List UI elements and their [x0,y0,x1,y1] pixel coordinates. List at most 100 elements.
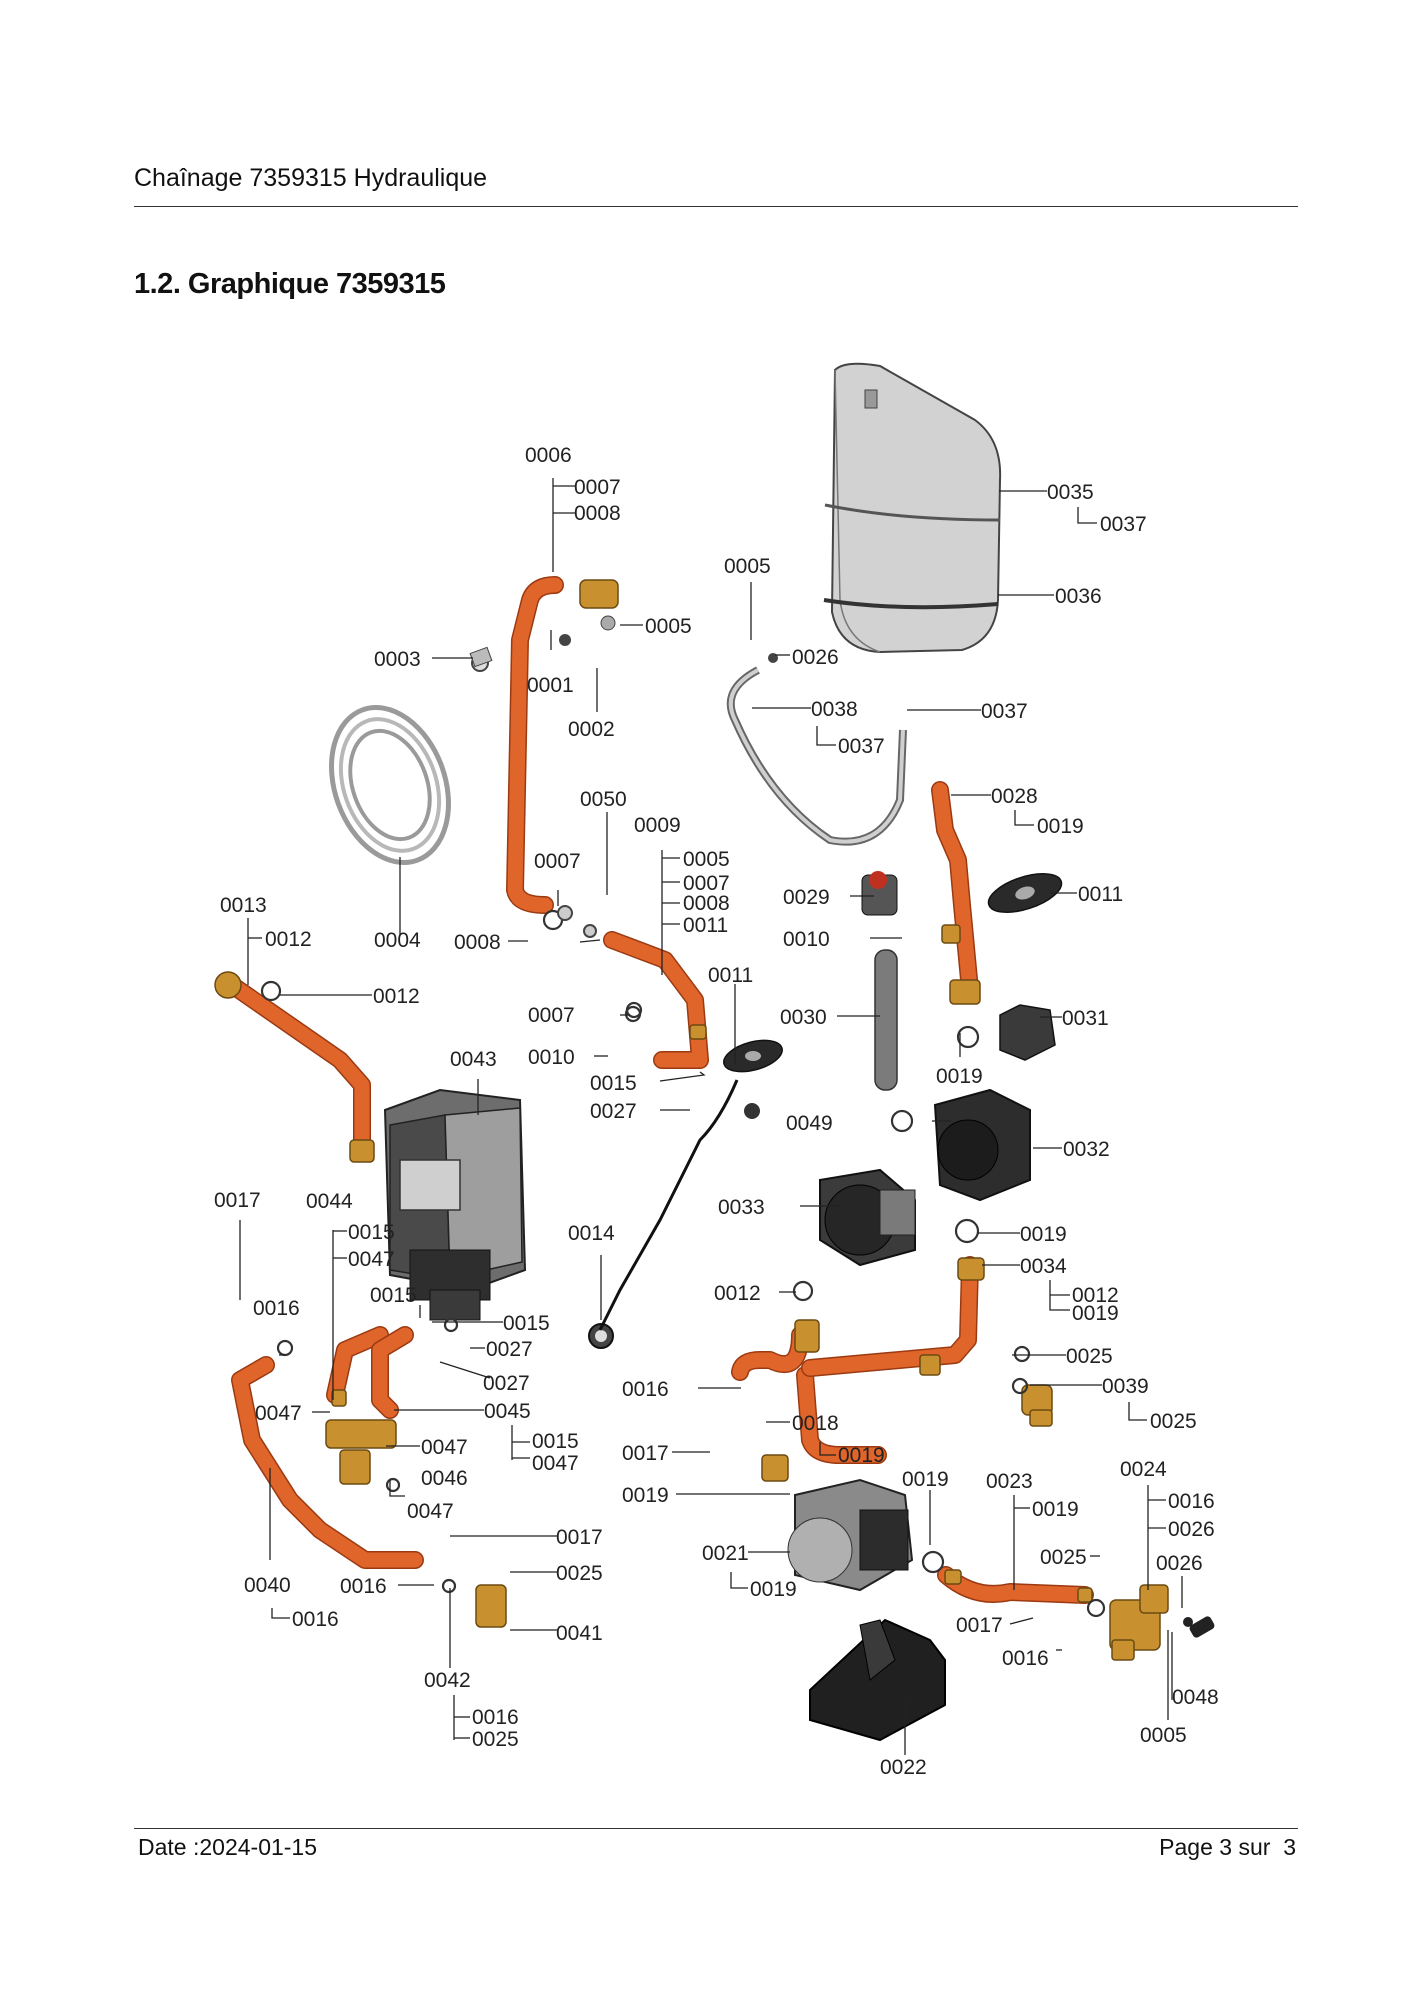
part-label: 0031 [1062,1007,1109,1030]
part-label: 0012 [1072,1284,1119,1307]
part-label: 0025 [1040,1546,1087,1569]
part-label: 0010 [783,928,830,951]
part-label: 0027 [486,1338,533,1361]
part-label: 0026 [792,646,839,669]
header-divider [134,206,1298,207]
expansion-vessel [823,362,1002,654]
part-label: 0025 [1150,1410,1197,1433]
small-parts [260,615,1215,1638]
footer-page-number: Page 3 sur 3 [1159,1834,1296,1861]
part-label: 0004 [374,929,421,952]
part-label: 0017 [622,1442,669,1465]
part-label: 0039 [1102,1375,1149,1398]
part-label: 0019 [622,1484,669,1507]
page-total: 3 [1283,1834,1296,1860]
part-label: 0017 [956,1614,1003,1637]
part-label: 0015 [348,1221,395,1244]
part-label: 0017 [556,1526,603,1549]
part-label: 0016 [1168,1490,1215,1513]
part-label: 0034 [1020,1255,1067,1278]
part-label: 0025 [1066,1345,1113,1368]
part-label: 0012 [714,1282,761,1305]
part-label: 0016 [340,1575,387,1598]
part-label: 0049 [786,1112,833,1135]
part-label: 0018 [792,1412,839,1435]
part-label: 0019 [1072,1302,1119,1325]
part-label: 0040 [244,1574,291,1597]
part-label: 0011 [683,914,728,937]
part-label: 0015 [590,1072,637,1095]
part-label: 0047 [532,1452,579,1475]
part-label: 0027 [483,1372,530,1395]
part-label: 0011 [1078,883,1123,906]
page-prefix: Page 3 sur [1159,1834,1271,1860]
part-labels: 0006 0007 0008 0005 0001 0002 0003 0004 … [214,444,1219,1779]
part-label: 0005 [1140,1724,1187,1747]
part-label: 0037 [1100,513,1147,536]
part-label: 0005 [683,848,730,871]
part-label: 0025 [556,1562,603,1585]
part-label: 0028 [991,785,1038,808]
part-label: 0023 [986,1470,1033,1493]
part-label: 0015 [503,1312,550,1335]
part-label: 0009 [634,814,681,837]
part-label: 0019 [902,1468,949,1491]
part-label: 0037 [838,735,885,758]
copper-pipes [223,576,1094,1604]
pump-and-hydraulic-blocks [787,949,1056,1742]
part-label: 0042 [424,1669,471,1692]
part-label: 0045 [484,1400,531,1423]
part-label: 0033 [718,1196,765,1219]
flexible-hose-0038 [726,666,907,846]
part-label: 0047 [348,1248,395,1271]
part-label: 0016 [292,1608,339,1631]
part-label: 0014 [568,1222,615,1245]
part-label: 0007 [528,1004,575,1027]
part-label: 0008 [574,502,621,525]
part-label: 0019 [1020,1223,1067,1246]
part-label: 0026 [1168,1518,1215,1541]
header-title: Chaînage 7359315 Hydraulique [134,164,488,192]
part-label: 0006 [525,444,572,467]
part-label: 0022 [880,1756,927,1779]
part-label: 0007 [534,850,581,873]
part-label: 0003 [374,648,421,671]
part-label: 0012 [373,985,420,1008]
part-label: 0005 [724,555,771,578]
part-label: 0007 [574,476,621,499]
fittings [214,579,1169,1661]
part-label: 0041 [556,1622,603,1645]
part-label: 0047 [407,1500,454,1523]
part-label: 0030 [780,1006,827,1029]
part-label: 0026 [1156,1552,1203,1575]
part-label: 0001 [527,674,574,697]
section-title: 1.2. Graphique 7359315 [134,268,446,300]
part-label: 0035 [1047,481,1094,504]
part-label: 0048 [1172,1686,1219,1709]
footer-date: Date :2024-01-15 [138,1834,318,1860]
part-label: 0016 [472,1706,519,1729]
part-label: 0024 [1120,1458,1167,1481]
part-label: 0047 [255,1402,302,1425]
part-label: 0008 [683,892,730,915]
part-label: 0038 [811,698,858,721]
part-label: 0050 [580,788,627,811]
part-label: 0027 [590,1100,637,1123]
part-label: 0036 [1055,585,1102,608]
gas-valve-block-0043 [383,1088,527,1321]
part-label: 0016 [622,1378,669,1401]
part-label: 0019 [838,1444,885,1467]
part-label: 0025 [472,1728,519,1751]
part-label: 0032 [1063,1138,1110,1161]
part-label: 0019 [750,1578,797,1601]
part-label: 0010 [528,1046,575,1069]
part-label: 0007 [683,872,730,895]
part-label: 0029 [783,886,830,909]
part-label: 0019 [936,1065,983,1088]
part-label: 0002 [568,718,615,741]
part-label: 0011 [708,964,753,987]
part-label: 0008 [454,931,501,954]
capillary-coil [329,705,451,865]
part-label: 0043 [450,1048,497,1071]
